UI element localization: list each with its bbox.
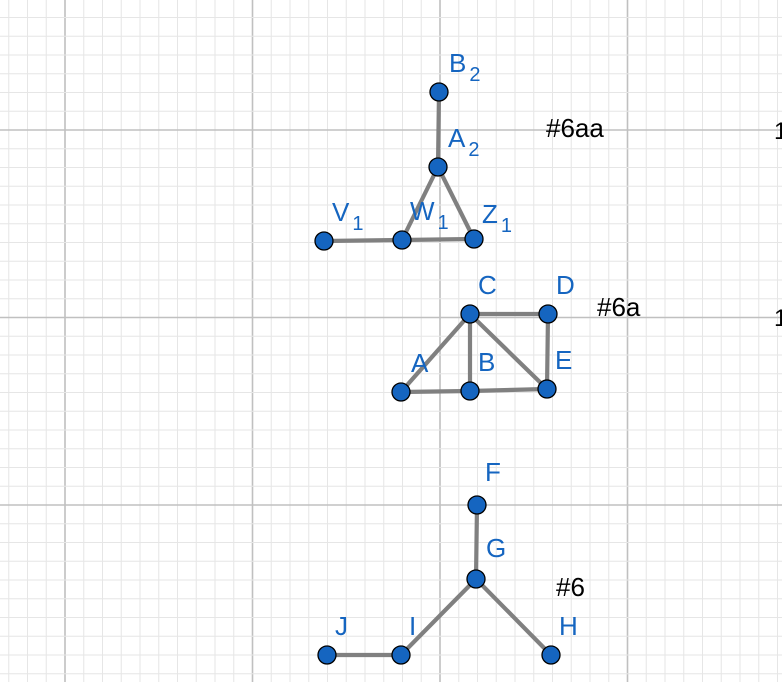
- edge-g-i: [398, 576, 479, 658]
- point-g[interactable]: [466, 569, 486, 589]
- point-label-i: I: [409, 611, 416, 641]
- point-b[interactable]: [460, 381, 480, 401]
- edge-w1-z1: [399, 236, 477, 243]
- edge-c-a: [398, 311, 473, 395]
- point-w1[interactable]: [392, 230, 412, 250]
- graph-title-6aa: #6aa: [546, 113, 604, 143]
- point-label-g: G: [486, 533, 506, 563]
- point-label-d: D: [556, 270, 575, 300]
- point-a2[interactable]: [428, 157, 448, 177]
- edge-v1-w1: [321, 237, 405, 244]
- point-v1[interactable]: [314, 231, 334, 251]
- point-i[interactable]: [391, 645, 411, 665]
- points-layer: [314, 82, 561, 665]
- point-j[interactable]: [317, 645, 337, 665]
- point-d[interactable]: [538, 304, 558, 324]
- point-c[interactable]: [460, 304, 480, 324]
- point-f[interactable]: [467, 495, 487, 515]
- edge-a2-w1: [399, 164, 441, 243]
- point-label-e: E: [555, 345, 572, 375]
- point-a[interactable]: [391, 382, 411, 402]
- point-label-f: F: [485, 457, 501, 487]
- point-label-a: A: [411, 348, 429, 378]
- point-e[interactable]: [537, 379, 557, 399]
- point-b2[interactable]: [429, 82, 449, 102]
- graph-title-6a: #6a: [597, 292, 641, 322]
- edge-a-b: [398, 388, 473, 395]
- point-z1[interactable]: [464, 229, 484, 249]
- axis-tick-label: 1: [774, 118, 782, 145]
- edge-c-e: [467, 311, 550, 392]
- point-h[interactable]: [541, 645, 561, 665]
- edge-b-e: [467, 386, 550, 394]
- edge-d-e: [544, 311, 551, 392]
- point-label-j: J: [335, 611, 348, 641]
- edge-a2-z1: [435, 164, 477, 242]
- graph-title-6: #6: [556, 572, 585, 602]
- axis-tick-label: 1: [774, 305, 782, 332]
- edge-f-g: [473, 502, 480, 582]
- edge-b2-a2: [435, 89, 442, 170]
- point-label-b: B: [478, 347, 495, 377]
- point-label-h: H: [559, 611, 578, 641]
- edge-g-h: [473, 576, 554, 658]
- edges-layer: [321, 89, 554, 658]
- point-label-c: C: [478, 270, 497, 300]
